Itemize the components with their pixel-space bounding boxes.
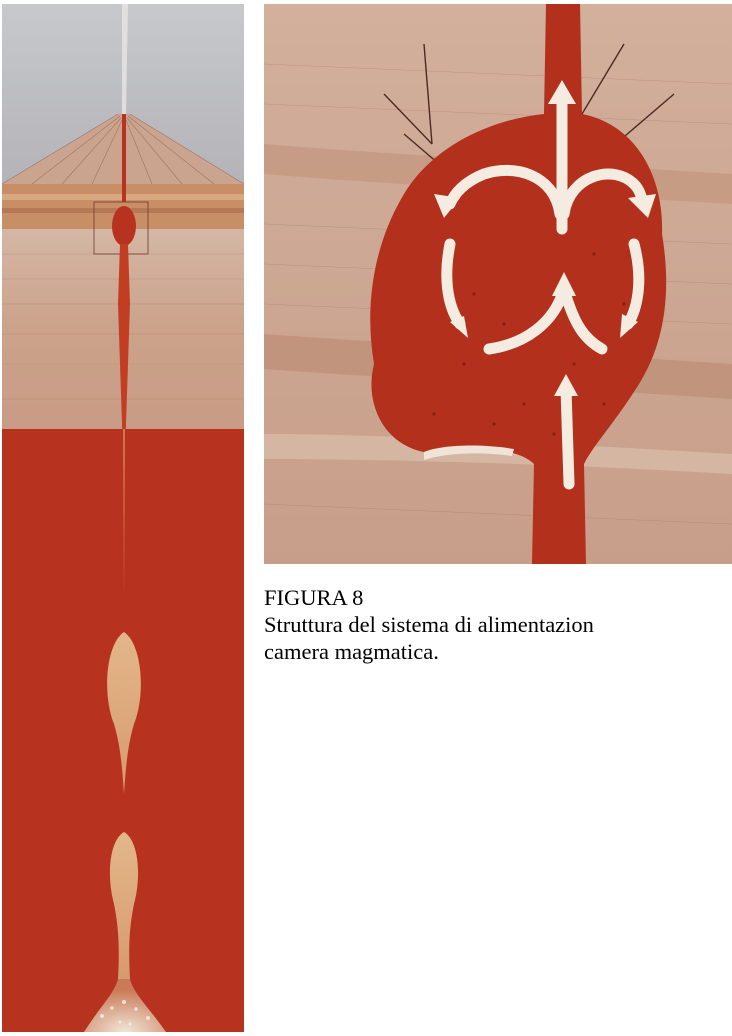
caption-line-2: camera magmatica. bbox=[264, 638, 732, 665]
magma-chamber-detail-illustration bbox=[264, 4, 732, 564]
volcano-cross-section-illustration bbox=[2, 4, 244, 1032]
caption-line-1: Struttura del sistema di alimentazion bbox=[264, 611, 732, 638]
figure-label: FIGURA 8 bbox=[264, 584, 732, 611]
magma-chamber-small bbox=[112, 206, 136, 246]
conduit-upper bbox=[122, 114, 126, 202]
figure-caption: FIGURA 8 Struttura del sistema di alimen… bbox=[264, 584, 732, 665]
